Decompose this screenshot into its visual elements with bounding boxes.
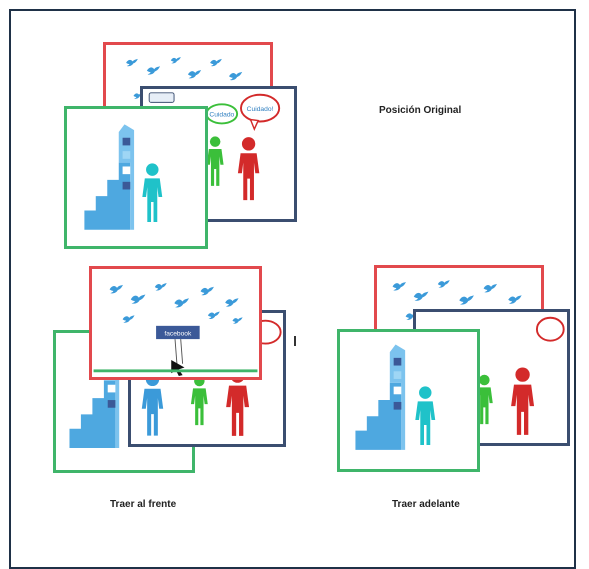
person-icon	[142, 163, 163, 222]
caption-original: Posición Original	[379, 105, 462, 116]
caption-front: Traer al frente	[110, 499, 177, 510]
facebook-badge-icon	[156, 325, 200, 340]
facebook-badge-label: facebook	[164, 330, 192, 337]
person-icon	[237, 137, 260, 201]
birds-slide-front: facebook	[89, 266, 262, 380]
caption-forward: Traer adelante	[392, 499, 460, 510]
tower-slide-forward	[337, 329, 480, 472]
bubble-text-left: Cuidado	[209, 112, 234, 119]
tower-slide-original	[64, 106, 208, 249]
person-icon	[206, 136, 224, 186]
separator-mark	[294, 336, 296, 346]
social-tower-icon	[84, 124, 135, 230]
bubble-text-right: Cuidado!	[247, 106, 274, 113]
speech-bubble-icon	[205, 93, 281, 131]
cursor-arrow-icon	[171, 359, 185, 377]
